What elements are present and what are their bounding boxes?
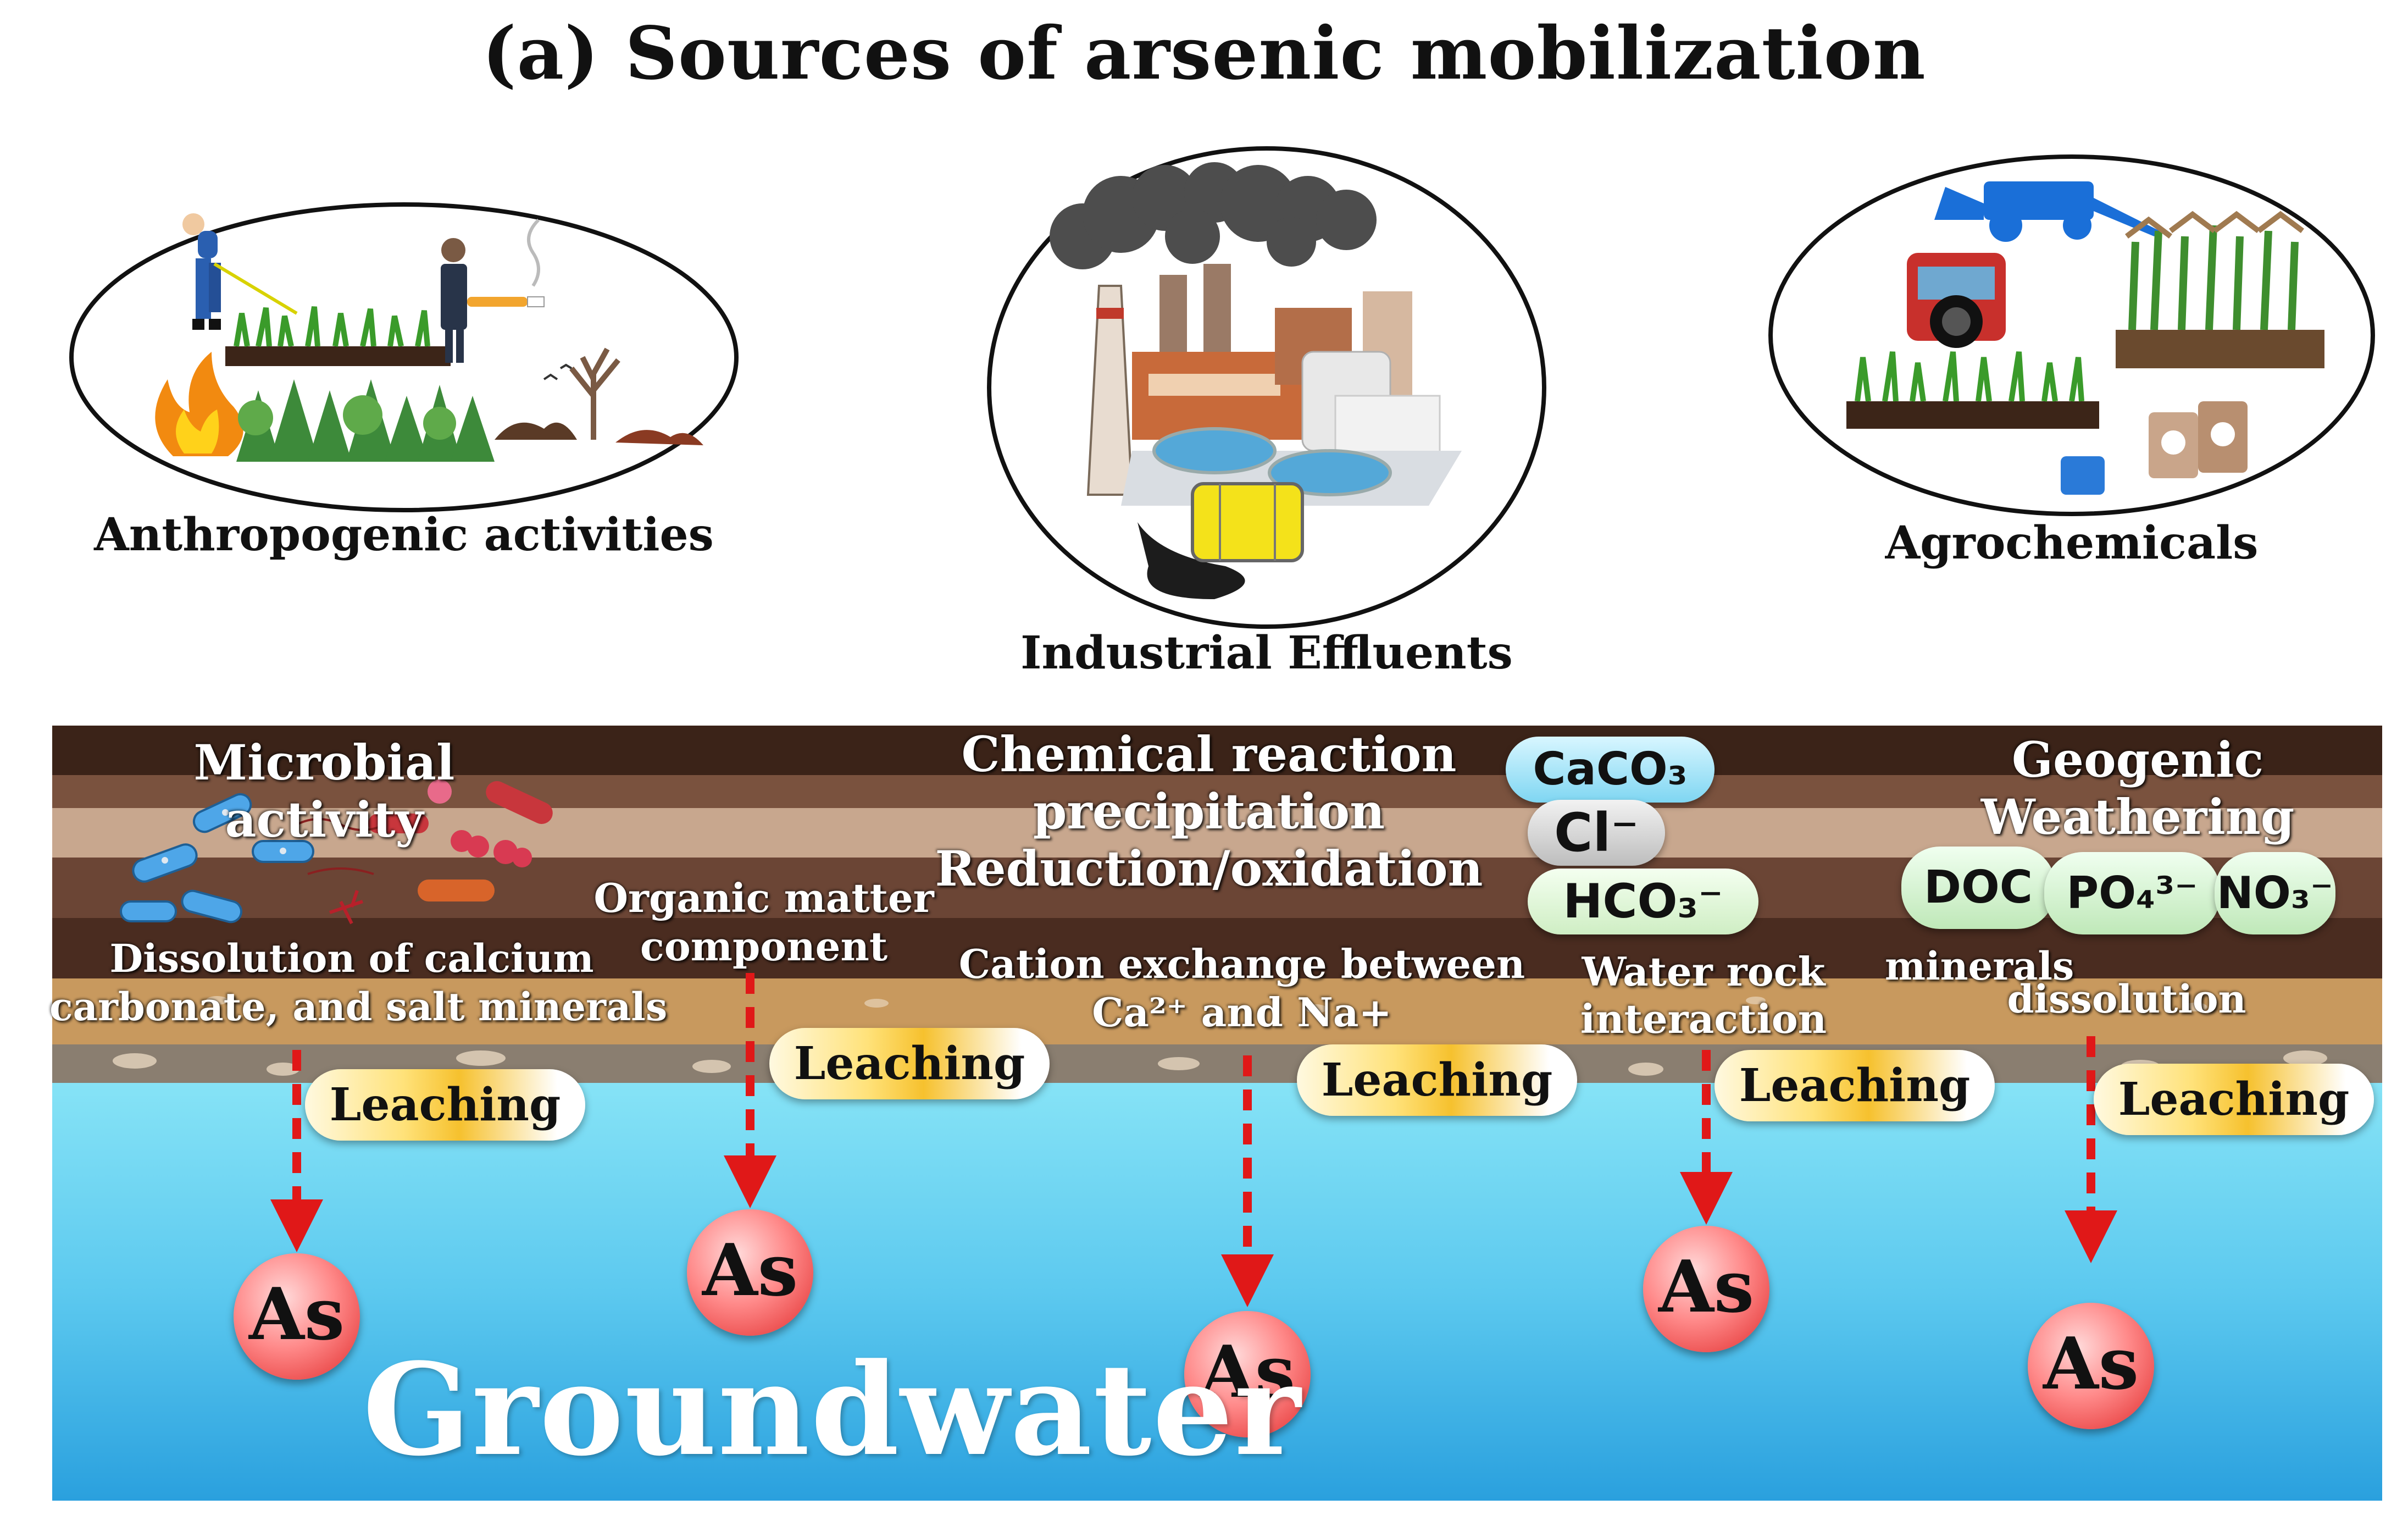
leaching-badge-3: Leaching [1297,1044,1577,1116]
organic-line-1: Organic matter [593,875,934,921]
crop-field-icon [225,306,451,366]
dissolution-label: Dissolution of calcium carbonate, and sa… [49,934,668,1031]
chemical-reaction-label: Chemical reaction precipitation Reductio… [912,726,1506,897]
ion-hco3: HCO₃⁻ [1528,869,1758,934]
sprayer-worker-icon [182,213,298,330]
fire-icon [155,352,243,456]
bulldozer-icon [1934,181,2160,242]
organic-matter-label: Organic matter component [582,874,945,971]
smoke-icon [1050,162,1377,269]
arsenic-circle-2: As [687,1209,813,1336]
dissolution-line-2: carbonate, and salt minerals [49,984,668,1030]
geogenic-line-1: Geogenic [2011,731,2264,788]
businessman-smoking-icon [441,218,545,363]
ion-doc: DOC [1901,847,2055,929]
industrial-label: Industrial Effluents [1020,627,1513,679]
forest-icon [236,379,495,462]
chemical-line-2: precipitation [1033,783,1385,840]
anthropogenic-scene [69,202,739,512]
fertilizer-bag-icon [2061,401,2248,495]
ion-no3: NO₃⁻ [2215,852,2335,934]
ion-po4: PO₄³⁻ [2044,852,2220,934]
agrochemicals-label: Agrochemicals [1885,517,2259,569]
arsenic-circle-3: As [1184,1311,1311,1437]
water-rock-line-2: interaction [1580,995,1827,1042]
water-rock-label: Water rock interaction [1550,948,1857,1043]
leaching-badge-1: Leaching [305,1069,585,1141]
crop-field-icon [1846,211,2324,429]
arsenic-circle-1: As [234,1253,360,1380]
dissolution-2-label: dissolution [2007,976,2246,1022]
ion-caco3: CaCO₃ [1506,737,1715,803]
arsenic-circle-5: As [2028,1303,2154,1429]
organic-line-2: component [640,923,888,970]
cation-line-1: Cation exchange between [958,941,1525,987]
agrochemicals-scene [1768,154,2375,516]
cation-exchange-label: Cation exchange between Ca²⁺ and Na+ [956,940,1528,1037]
bacteria-icon [120,779,553,925]
microbial-line-1: Microbial [193,734,455,791]
leaching-badge-5: Leaching [2094,1064,2374,1135]
industrial-scene [987,146,1546,629]
leaching-badge-2: Leaching [769,1028,1050,1099]
water-treatment-icon [1152,427,1392,496]
microbial-line-2: activity [225,791,424,848]
minerals-label: minerals [1885,943,2074,989]
geogenic-line-2: Weathering [1980,788,2295,845]
anthropogenic-label: Anthropogenic activities [94,508,714,561]
ion-cl: Cl⁻ [1528,800,1665,866]
geogenic-weathering-label: Geogenic Weathering [1967,731,2308,845]
oil-barrel-icon [1138,482,1304,599]
page-title: (a) Sources of arsenic mobilization [482,11,1926,96]
chemical-line-1: Chemical reaction [961,726,1457,783]
arsenic-circle-4: As [1643,1226,1769,1352]
tractor-icon [1907,253,2006,348]
dissolution-line-1: Dissolution of calcium [109,936,594,981]
microbial-activity-label: Microbial activity [104,734,544,848]
groundwater-label: Groundwater [363,1336,1302,1484]
cation-line-2: Ca²⁺ and Na+ [1092,989,1392,1036]
leaching-badge-4: Leaching [1715,1050,1995,1121]
chemical-line-3: Reduction/oxidation [935,840,1483,897]
water-rock-line-1: Water rock [1582,948,1826,995]
dead-tree-icon [495,347,703,445]
